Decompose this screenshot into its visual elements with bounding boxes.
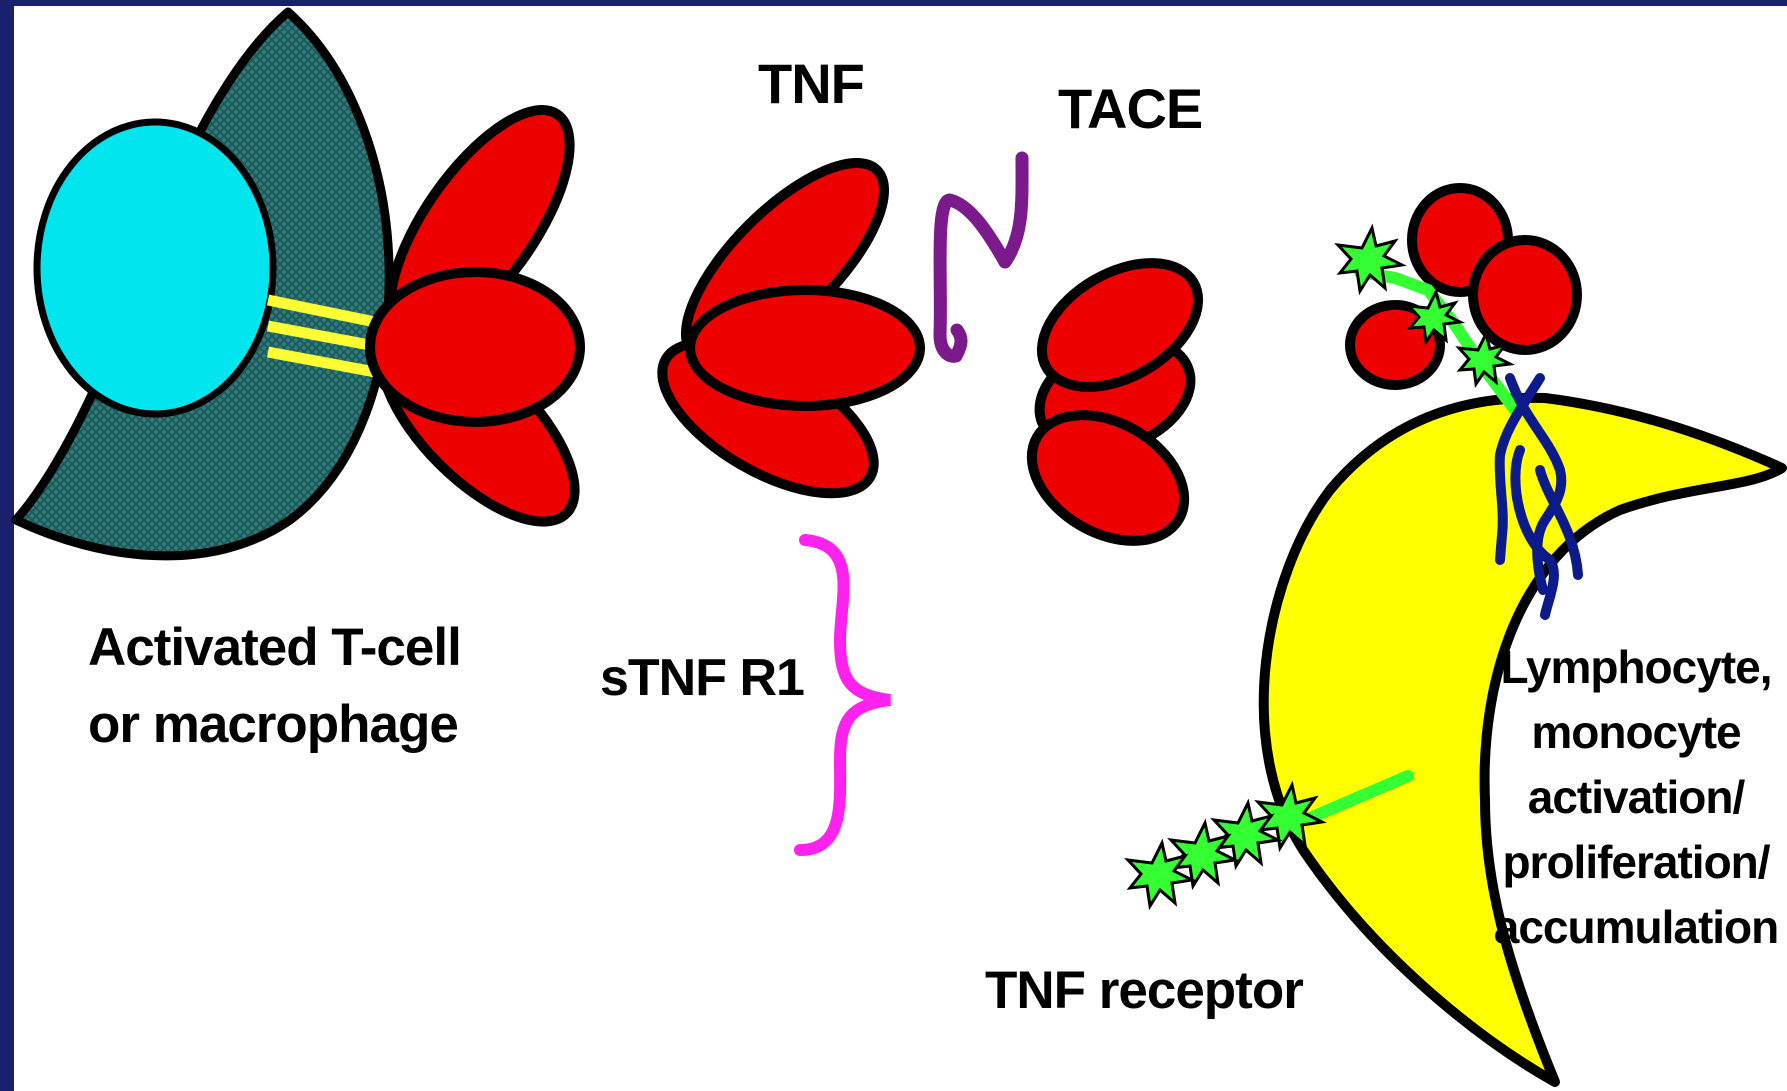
outcome-line: proliferation/ — [1502, 836, 1770, 888]
outcome-line: accumulation — [1494, 901, 1779, 953]
outcome-line: Lymphocyte, — [1500, 641, 1771, 693]
stnf-r1-label: sTNF R1 — [600, 649, 804, 707]
outcome-label: Lymphocyte, monocyte activation/ prolife… — [1494, 641, 1779, 953]
cell-label-line2: or macrophage — [88, 695, 458, 754]
tnf-receptor-label: TNF receptor — [985, 961, 1303, 1020]
tnf-label: TNF — [758, 52, 864, 115]
cell-nucleus — [37, 122, 273, 414]
tnf-subunit — [690, 290, 920, 406]
cell-label-line1: Activated T-cell — [88, 618, 461, 677]
tace-label: TACE — [1058, 77, 1202, 140]
outcome-line: activation/ — [1528, 771, 1746, 823]
tnf-subunit — [370, 272, 580, 422]
tnf-subunit — [1473, 240, 1577, 350]
outcome-line: monocyte — [1531, 706, 1741, 758]
